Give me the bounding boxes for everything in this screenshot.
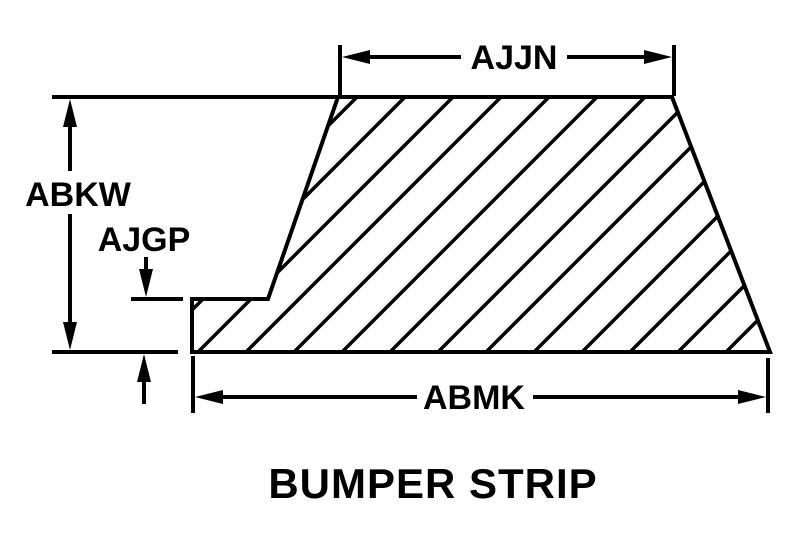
arrowhead-right-icon xyxy=(644,50,672,64)
dimension-label-bottom-width: ABMK xyxy=(423,379,525,417)
dimension-overall-height: ABKW xyxy=(25,99,132,350)
arrowhead-up-icon xyxy=(63,99,77,127)
arrowhead-left-icon xyxy=(195,390,223,404)
arrowhead-down-icon xyxy=(139,269,153,297)
section-hatching xyxy=(192,97,770,352)
arrowhead-left-icon xyxy=(342,50,370,64)
part-outline xyxy=(190,95,773,354)
dimension-label-top-width: AJJN xyxy=(471,39,558,77)
arrowhead-right-icon xyxy=(738,390,766,404)
dimension-top-width: AJJN xyxy=(338,39,676,96)
drawing-title: BUMPER STRIP xyxy=(268,460,597,507)
dimension-label-notch-height: AJGP xyxy=(98,221,191,259)
arrowhead-up-icon xyxy=(137,354,151,382)
dimension-label-overall-height: ABKW xyxy=(25,176,132,214)
arrowhead-down-icon xyxy=(63,322,77,350)
dimension-bottom-width: ABMK xyxy=(191,356,770,417)
dimension-notch-height: AJGP xyxy=(98,221,191,404)
